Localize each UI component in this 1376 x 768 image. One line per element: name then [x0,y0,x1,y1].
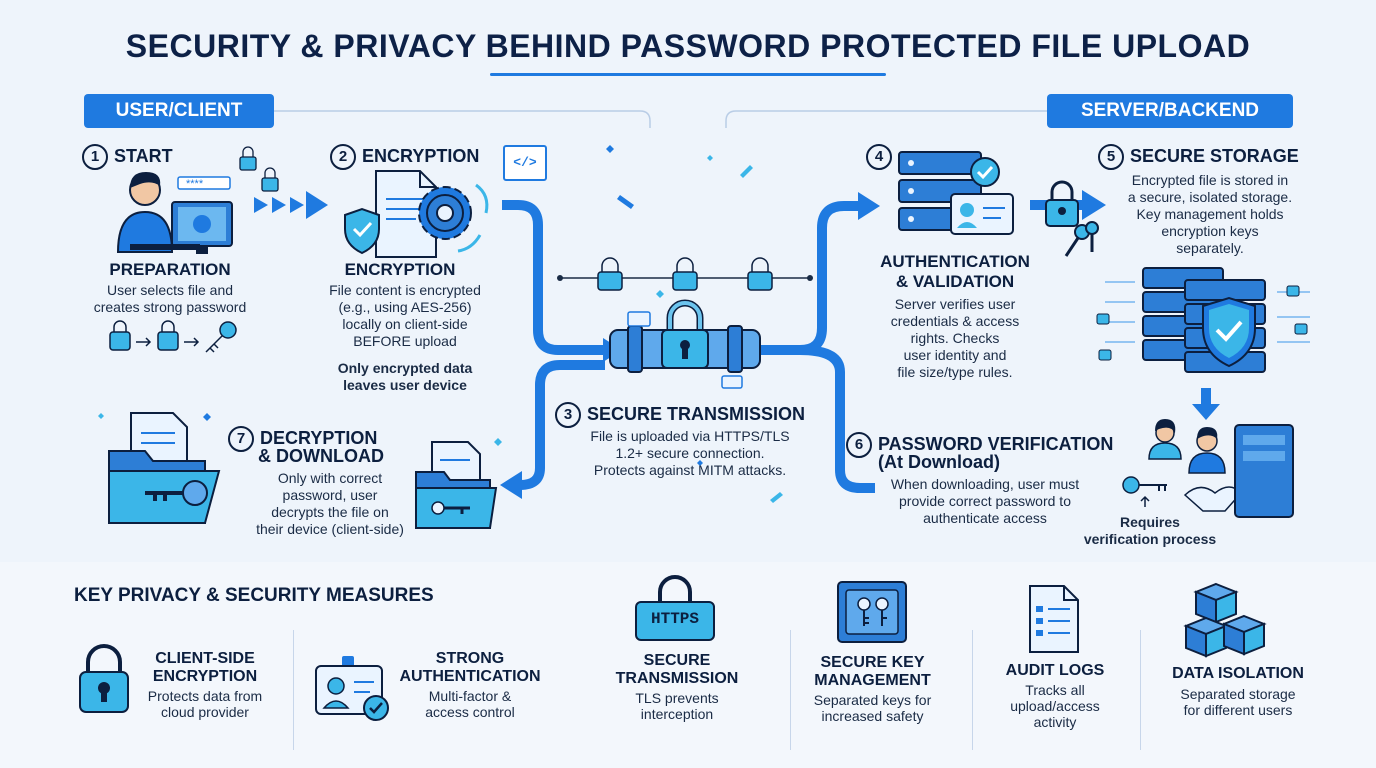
separator [293,630,294,750]
encryption-heading: ENCRYPTION [344,260,456,279]
encryption-text: File content is encrypted(e.g., using AE… [329,282,481,349]
people-key-server-icon [1122,419,1294,518]
preparation-heading: PREPARATION [109,260,231,279]
secure-pipe-lock [609,299,761,389]
page-title: SECURITY & PRIVACY BEHIND PASSWORD PROTE… [125,28,1251,64]
storage-servers-shield-icon [1096,267,1310,373]
client-section-label: USER/CLIENT [84,94,274,128]
document-list-icon [1029,585,1079,653]
measure-audit-logs-heading: AUDIT LOGS [1005,662,1105,679]
id-card-check-icon [315,656,389,721]
measures-title: KEY PRIVACY & SECURITY MEASURES [74,585,434,606]
file-gear-shield-icon [344,170,489,258]
separator [972,630,973,750]
https-badge: HTTPS [650,610,699,628]
title-underline [490,73,886,76]
lock-keys-icon [1045,180,1099,257]
password-mask: **** [186,178,204,190]
separator [790,630,791,750]
key-safe-icon [837,581,907,643]
folder-key-icon [98,412,221,524]
measure-data-isolation-heading: DATA ISOLATION [1172,665,1304,682]
code-window-icon: </> [503,145,547,181]
stacked-boxes-icon [1183,582,1267,658]
https-lock-icon [635,575,715,641]
lock-chain [557,257,813,291]
step-4-label: 4 [866,144,898,170]
step-6-sublabel: (At Download) [878,452,1000,472]
decorative-sparkles [606,145,783,503]
user-computer-icon: **** [116,146,279,254]
padlock-icon [79,644,129,713]
separator [1140,630,1141,750]
measure-strong-authentication-text: Multi-factor &access control [425,688,515,720]
lock-to-key-icon [109,320,237,353]
step-7-sublabel: & DOWNLOAD [258,446,384,466]
server-section-label: SERVER/BACKEND [1047,94,1293,128]
authentication-heading: AUTHENTICATION& VALIDATION [880,252,1030,291]
small-folder-key-icon [415,438,502,529]
server-id-card-icon [898,151,1014,235]
